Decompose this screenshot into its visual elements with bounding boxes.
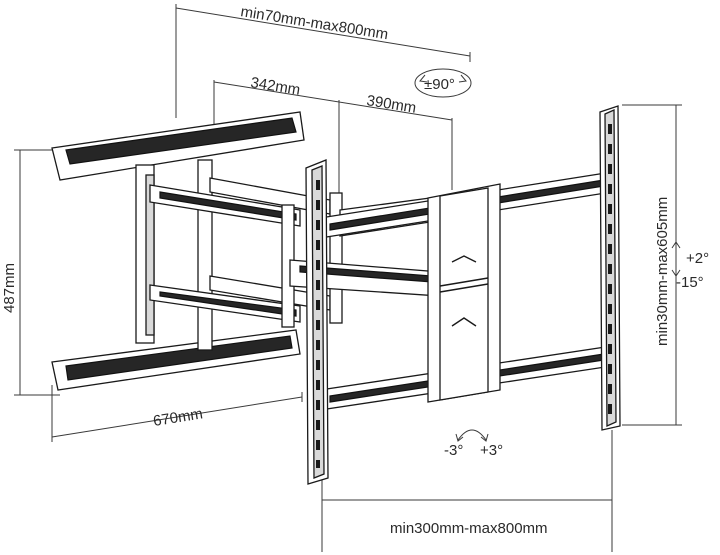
level-minus-label: -3°	[444, 442, 463, 459]
wall-plate	[51, 111, 305, 391]
swivel-label: ±90°	[424, 76, 455, 93]
top-span-label: min70mm-max800mm	[239, 3, 389, 43]
right-tv-bracket	[599, 105, 621, 431]
dimension-lines	[14, 4, 682, 552]
arm-long-label: 390mm	[365, 92, 417, 117]
level-plus-label: +3°	[480, 442, 503, 459]
tilt-up-label: +2°	[686, 250, 709, 267]
swivel-ellipse	[414, 68, 472, 98]
vesa-horizontal-label: min300mm-max800mm	[390, 520, 548, 537]
tilt-down-label: -15°	[676, 274, 704, 291]
vesa-vertical-label: min30mm-max605mm	[654, 197, 671, 346]
height-label: 487mm	[1, 263, 18, 313]
tilt-head	[427, 183, 501, 403]
arm-short-label: 342mm	[249, 74, 301, 99]
left-tv-bracket	[305, 159, 329, 485]
articulating-arms	[149, 177, 441, 328]
depth-label: 670mm	[152, 405, 204, 430]
